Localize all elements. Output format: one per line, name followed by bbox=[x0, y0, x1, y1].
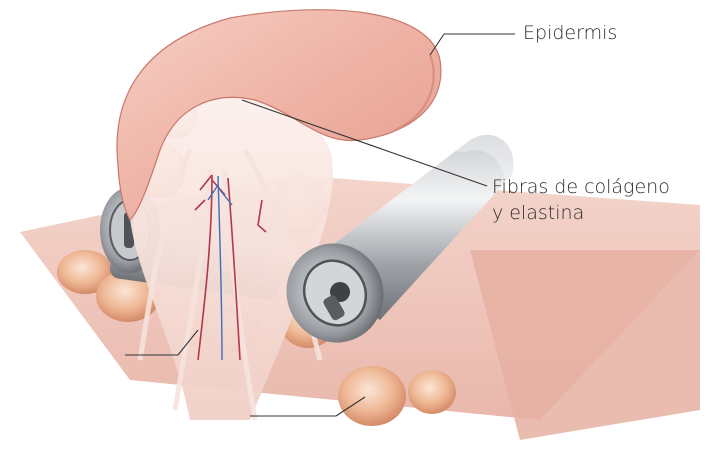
label-fibras: Fibras de colágeno y elastina bbox=[492, 174, 670, 226]
label-fibras-line2: y elastina bbox=[492, 200, 670, 226]
label-fibras-line1: Fibras de colágeno bbox=[492, 174, 670, 200]
label-epidermis: Epidermis bbox=[523, 20, 617, 46]
